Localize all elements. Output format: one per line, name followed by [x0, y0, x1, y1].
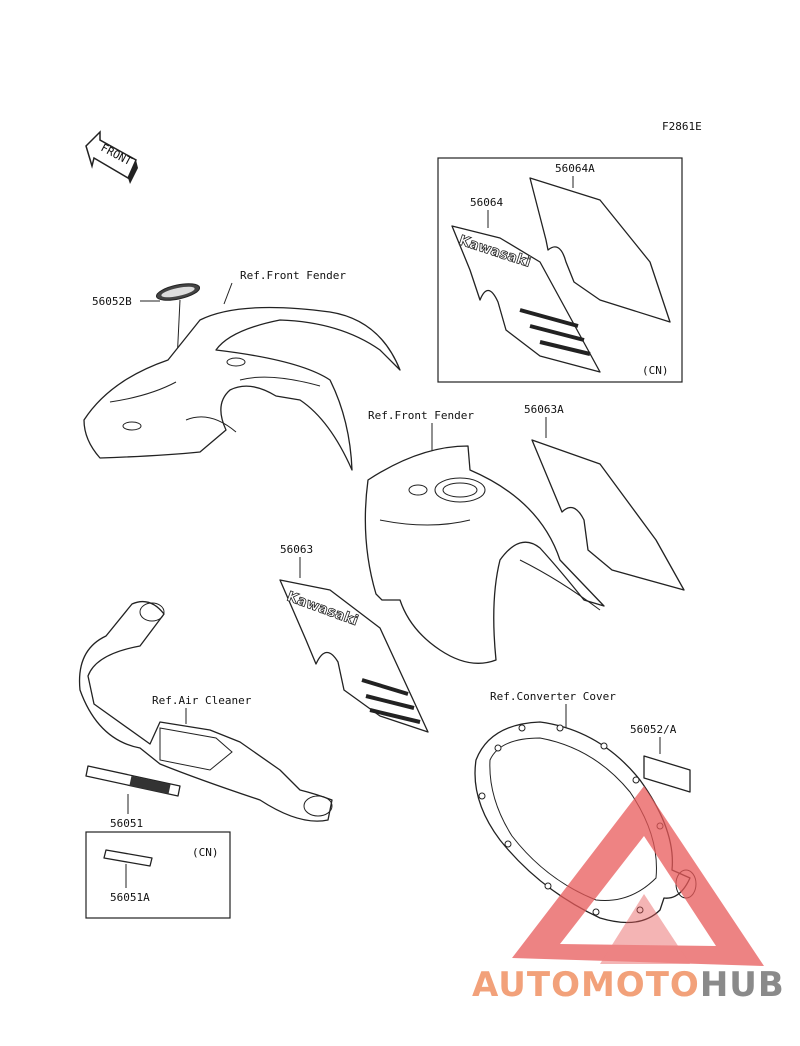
- air-cleaner-duct: [78, 600, 333, 822]
- decal-56063a: [531, 439, 685, 591]
- label-56052b: 56052B: [92, 295, 132, 308]
- ref-converter-cover: Ref.Converter Cover: [490, 690, 616, 703]
- label-56063a: 56063A: [524, 403, 564, 416]
- ref-front-fender-1: Ref.Front Fender: [240, 269, 346, 282]
- decal-56064: Kawasaki: [451, 225, 601, 373]
- label-56051: 56051: [110, 817, 143, 830]
- cn-box-bottom: [85, 831, 231, 919]
- watermark-part2: HUB: [700, 965, 785, 1005]
- label-56064a: 56064A: [555, 162, 595, 175]
- watermark-logo-icon: [512, 786, 764, 966]
- front-fender-left: [83, 306, 401, 471]
- front-fender-middle: [364, 445, 605, 664]
- label-56051a: 56051A: [110, 891, 150, 904]
- ref-air-cleaner: Ref.Air Cleaner: [152, 694, 252, 707]
- figure-code: F2861E: [662, 120, 702, 133]
- label-strip-56051: [85, 765, 181, 797]
- decal-56064a: [529, 177, 671, 323]
- cn-label-bottom: (CN): [192, 846, 219, 859]
- ref-front-fender-2: Ref.Front Fender: [368, 409, 474, 422]
- front-arrow-icon: FRONT: [85, 130, 138, 184]
- label-56052a: 56052/A: [630, 723, 677, 736]
- cn-label-top: (CN): [642, 364, 669, 377]
- label-56064: 56064: [470, 196, 503, 209]
- watermark-text: AUTOMOTOHUB: [472, 965, 785, 1005]
- watermark-part1: AUTOMOTO: [472, 965, 700, 1005]
- converter-cover: [474, 721, 691, 924]
- label-strip-56051a: [103, 849, 153, 867]
- label-plate-56052a: [643, 755, 691, 793]
- label-56063: 56063: [280, 543, 313, 556]
- cn-box-top: [437, 157, 683, 383]
